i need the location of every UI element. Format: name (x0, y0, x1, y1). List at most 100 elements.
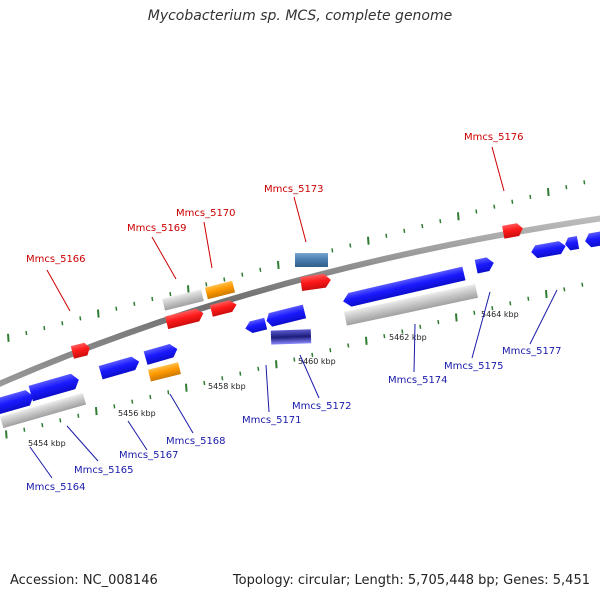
tick-mark-inner (239, 371, 242, 376)
gene-label-mmcs-5167[interactable]: Mmcs_5167 (119, 450, 179, 461)
scale-label-5462: 5462 kbp (389, 333, 427, 342)
tick-mark-outer (25, 330, 28, 336)
tick-mark-inner (545, 289, 548, 299)
tick-mark-outer (7, 333, 10, 342)
tick-mark-outer (457, 212, 460, 221)
gene-label-mmcs-5175[interactable]: Mmcs_5175 (444, 361, 504, 372)
gene-edge-right[interactable] (584, 231, 600, 248)
tick-mark-inner (581, 282, 584, 287)
gene-mmcs-5176[interactable] (502, 222, 524, 239)
tick-mark-inner (221, 376, 224, 381)
gene-features (0, 222, 600, 429)
tick-mark-outer (331, 248, 334, 253)
gene-label-mmcs-5164[interactable]: Mmcs_5164 (26, 482, 86, 493)
tick-mark-inner (167, 390, 170, 395)
tick-mark-inner (419, 324, 422, 329)
gene-mmcs-5170-red[interactable] (209, 299, 238, 317)
gene-mmcs-5165[interactable] (28, 372, 81, 402)
tick-mark-outer (61, 321, 64, 326)
gene-label-mmcs-5171[interactable]: Mmcs_5171 (242, 415, 302, 426)
tick-mark-outer (385, 233, 388, 238)
gene-mmcs-5164[interactable] (0, 388, 36, 416)
tick-mark-outer (187, 285, 190, 294)
tick-mark-outer (583, 180, 586, 185)
tick-mark-outer (277, 260, 280, 270)
tick-mark-inner (293, 357, 296, 362)
gene-mmcs-5166[interactable] (70, 342, 92, 359)
gene-mmcs-5175[interactable] (474, 256, 496, 274)
tick-mark-outer (439, 219, 442, 224)
scale-labels: 5454 kbp 5456 kbp 5458 kbp 5460 kbp 5462… (28, 310, 519, 448)
gene-mmcs-5170[interactable] (204, 280, 236, 300)
gene-label-mmcs-5172[interactable]: Mmcs_5172 (292, 401, 352, 412)
gene-mmcs-5177[interactable] (530, 240, 567, 259)
gene-label-mmcs-5177[interactable]: Mmcs_5177 (502, 346, 562, 357)
tick-mark-inner (329, 348, 332, 353)
tick-mark-outer (511, 199, 514, 204)
tick-mark-outer (349, 243, 352, 248)
gene-label-mmcs-5168[interactable]: Mmcs_5168 (166, 436, 226, 447)
tick-mark-inner (203, 380, 206, 386)
tick-mark-outer (259, 267, 262, 272)
tick-mark-inner (509, 301, 512, 306)
tick-mark-inner (473, 310, 476, 315)
gene-mmcs-5172[interactable] (270, 329, 312, 345)
tick-mark-outer (97, 309, 100, 318)
gene-mmcs-5169[interactable] (165, 307, 205, 330)
scale-label-5454: 5454 kbp (28, 439, 66, 448)
gene-mmcs-5168-blue[interactable] (143, 342, 180, 365)
gene-grey-5165[interactable] (0, 392, 87, 429)
gene-mmcs-5167[interactable] (98, 355, 141, 380)
tick-mark-inner (365, 336, 368, 345)
tick-mark-outer (79, 316, 82, 321)
tick-mark-inner (131, 399, 134, 404)
map-title: Mycobacterium sp. MCS, complete genome (147, 8, 453, 24)
gene-label-mmcs-5169[interactable]: Mmcs_5169 (127, 223, 187, 234)
gene-mmcs-5171[interactable] (244, 317, 268, 335)
tick-mark-inner (383, 334, 386, 339)
tick-mark-inner (77, 413, 80, 418)
tick-mark-outer (475, 209, 478, 214)
scale-label-5464: 5464 kbp (481, 310, 519, 319)
tick-mark-inner (95, 406, 98, 416)
tick-mark-inner (347, 343, 350, 348)
gene-labels-top: Mmcs_5166 Mmcs_5169 Mmcs_5170 Mmcs_5173 … (26, 132, 524, 265)
tick-mark-outer (133, 301, 136, 306)
tick-mark-inner (41, 422, 44, 428)
gene-label-mmcs-5173[interactable]: Mmcs_5173 (264, 184, 324, 195)
tick-mark-outer (421, 223, 424, 229)
gene-mmcs-5168[interactable] (147, 362, 181, 382)
gene-grey-5169[interactable] (162, 289, 204, 311)
gene-label-mmcs-5166[interactable]: Mmcs_5166 (26, 254, 86, 265)
tick-mark-outer (241, 272, 244, 277)
tick-marks-outer-track (7, 180, 586, 342)
gene-mmcs-5173-steel[interactable] (295, 253, 328, 267)
tick-mark-inner (455, 313, 458, 322)
topology-text: Topology: circular; Length: 5,705,448 bp… (232, 573, 590, 588)
tick-mark-inner (311, 352, 314, 357)
gene-mmcs-5177-b[interactable] (564, 236, 580, 251)
tick-mark-outer (223, 277, 226, 282)
gene-mmcs-5172-blue[interactable] (265, 304, 307, 328)
scale-label-5458: 5458 kbp (208, 382, 246, 391)
tick-mark-outer (493, 204, 496, 209)
tick-mark-outer (169, 291, 172, 297)
tick-mark-inner (527, 296, 530, 301)
gene-mmcs-5173[interactable] (300, 273, 332, 292)
tick-mark-outer (115, 306, 118, 311)
gene-label-mmcs-5176[interactable]: Mmcs_5176 (464, 132, 524, 143)
scale-label-5456: 5456 kbp (118, 409, 156, 418)
gene-mmcs-5174[interactable] (339, 256, 473, 309)
gene-label-mmcs-5170[interactable]: Mmcs_5170 (176, 208, 236, 219)
gene-grey-5174[interactable] (343, 284, 478, 326)
gene-label-mmcs-5165[interactable]: Mmcs_5165 (74, 465, 134, 476)
tick-mark-inner (5, 430, 8, 439)
tick-mark-outer (565, 185, 568, 190)
tick-mark-outer (403, 228, 406, 234)
tick-mark-inner (491, 305, 494, 311)
tick-mark-inner (563, 287, 566, 292)
tick-marks-inner-track (5, 282, 584, 439)
label-leader-lines (29, 146, 558, 479)
gene-label-mmcs-5174[interactable]: Mmcs_5174 (388, 375, 448, 386)
